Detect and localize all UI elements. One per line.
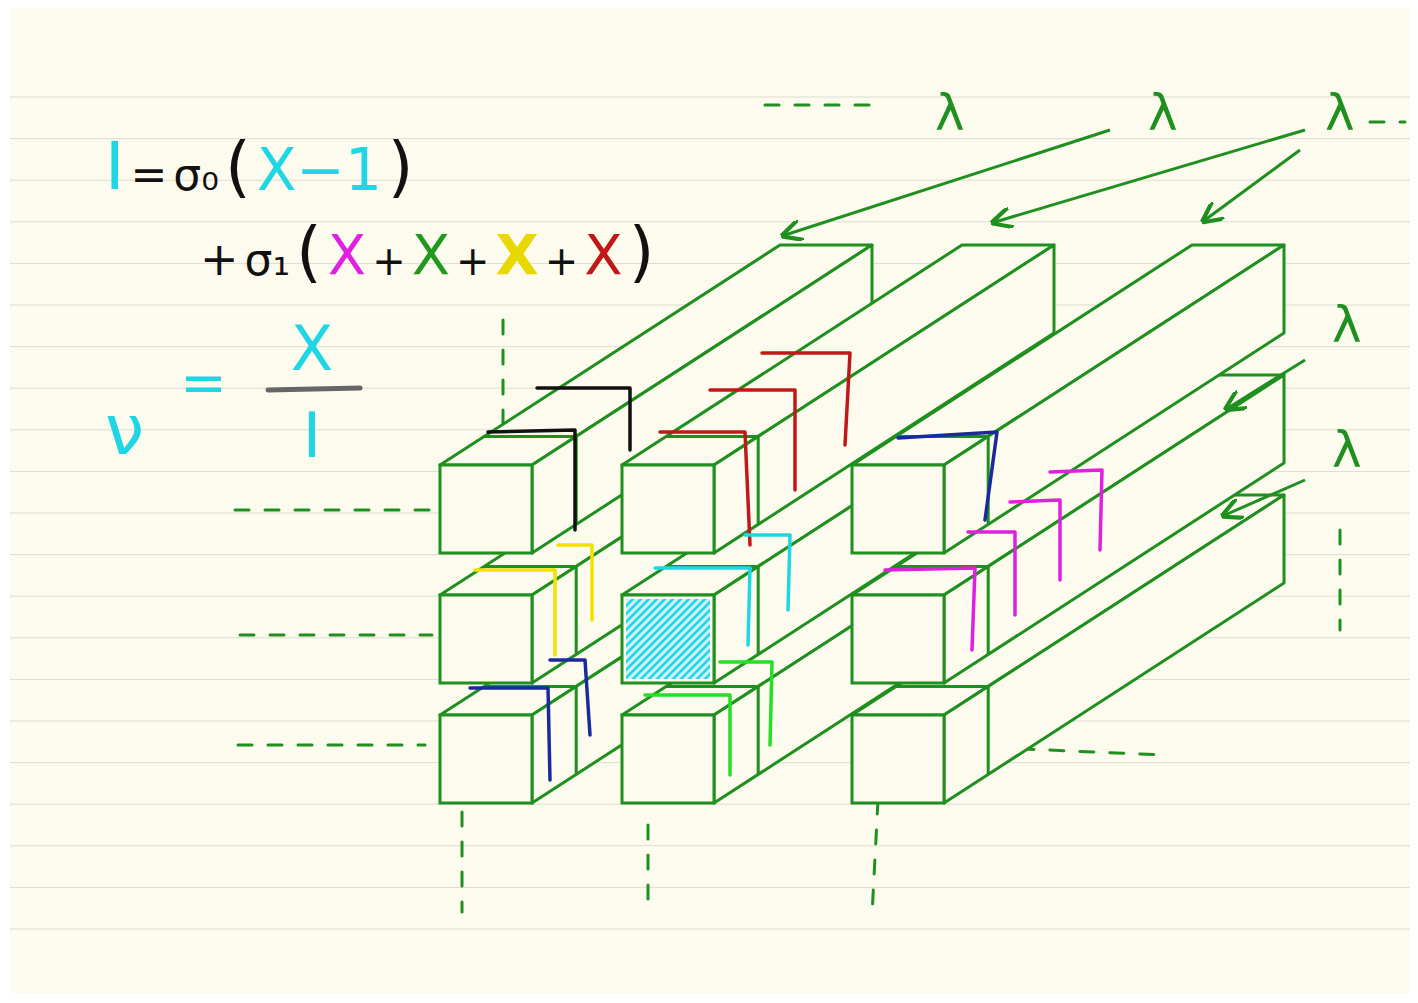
dashed-guide [238,744,425,747]
ruled-line [10,221,1410,222]
formula-symbol: σ₁ [245,238,291,282]
formula-symbol: σ₀ [173,153,219,197]
bar-side-face [944,245,1284,553]
formula-symbol: ) [388,134,414,200]
neighbour-mark [470,688,550,780]
neighbour-mark [710,390,795,490]
bar-front-face [852,715,944,803]
bar-front-face [440,465,532,553]
ruled-line [10,845,1410,846]
formula-symbol: = [180,355,227,411]
flux-arrow [785,130,1110,235]
formula-symbol: X [412,227,450,283]
ruled-line [10,138,1410,139]
formula-symbol: = [130,153,167,197]
ruled-line [10,887,1410,888]
flux-arrow [1228,360,1305,408]
formula-symbol: + [372,241,406,281]
dashed-guide [461,812,464,912]
neighbour-mark [762,353,850,445]
ruled-line [10,97,1410,98]
flux-arrow [1205,150,1300,220]
neighbour-mark [745,535,790,610]
dashed-guide [765,104,875,107]
formula-symbol: ν [105,395,144,465]
formula-symbol: I [303,405,321,467]
flux-arrow [995,130,1305,222]
bar-front-face [440,715,532,803]
bar-front-face [440,595,532,683]
ruled-line [10,180,1410,181]
neighbour-mark [537,388,630,450]
hatched-cell [626,599,710,679]
dashed-guide [1370,121,1405,124]
bar-front-face [622,715,714,803]
bar-front-face [622,465,714,553]
paper [10,8,1410,993]
formula-symbol: + [456,241,490,281]
fraction-bar [268,388,360,390]
neighbour-mark [720,662,772,745]
neighbour-mark [1050,470,1102,550]
lambda-label: λ [1325,88,1355,138]
dashed-guide [240,634,432,637]
formula-symbol: + [200,236,239,282]
neighbour-mark [550,660,590,735]
neighbour-mark [660,432,750,545]
formula-symbol: ( [225,134,251,200]
neighbour-mark [475,570,555,655]
lambda-label: λ [1332,425,1362,475]
neighbour-mark [488,430,575,530]
neighbour-mark [898,432,997,520]
formula-symbol: ) [629,219,655,285]
neighbour-mark [968,532,1015,615]
neighbour-mark [645,695,730,775]
formula-symbol: X [328,227,366,283]
bar-front-face [852,465,944,553]
formula-symbol: X [584,227,622,283]
dashed-guide [235,509,432,512]
neighbour-mark [1010,500,1060,580]
bar [852,245,1284,553]
formula-symbol: I [105,134,124,200]
dashed-guide [1339,530,1342,630]
formula-symbol: X [291,318,333,380]
lambda-label: λ [1148,88,1178,138]
flux-arrow [1225,480,1305,515]
formula-symbol: + [545,241,579,281]
formula-symbol: X−1 [257,141,382,199]
bar-front-face [622,595,714,683]
bar-front-face [852,595,944,683]
dashed-guide [872,800,878,915]
lambda-label: λ [1332,300,1362,350]
neighbour-mark [655,568,750,645]
dashed-guide [647,825,650,915]
neighbour-mark [885,568,975,650]
formula-symbol: ( [296,219,322,285]
ruled-line [10,929,1410,930]
lambda-label: λ [935,88,965,138]
formula-symbol: X [496,227,539,283]
neighbour-mark [558,545,592,620]
